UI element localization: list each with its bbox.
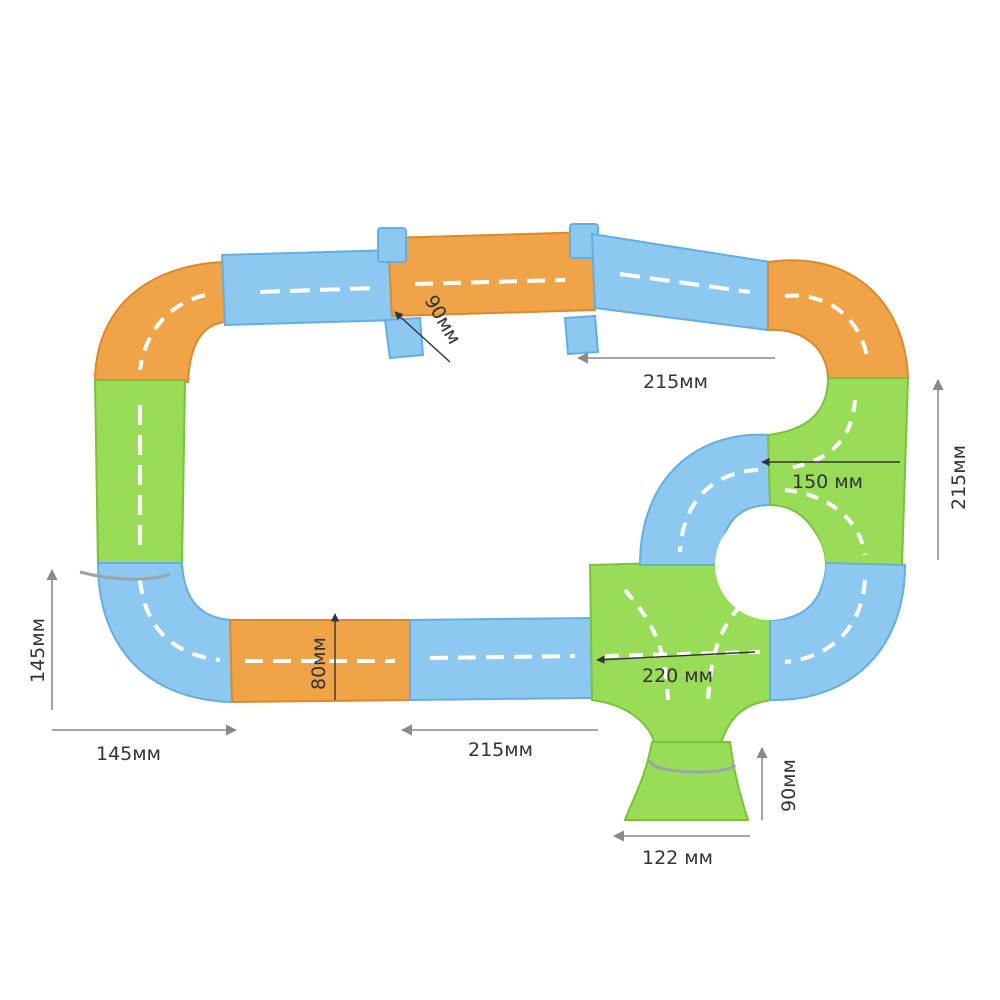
track-straight-top-left <box>220 248 400 327</box>
track-slot <box>784 293 870 363</box>
track-slot <box>259 286 376 294</box>
track-loop-bottom-right <box>769 561 907 702</box>
track-pieces <box>79 223 910 821</box>
track-loop-top-right <box>766 377 910 566</box>
connector-clip <box>648 759 737 774</box>
track-slot <box>623 588 670 701</box>
track-slot <box>619 272 751 294</box>
dimension-label-cross-width: 220 мм <box>642 665 713 687</box>
dimension-label-bottom-width: 215мм <box>468 739 533 761</box>
track-loop-left <box>638 433 771 566</box>
track-slot <box>789 399 857 470</box>
track-curve-top-right <box>767 259 910 382</box>
track-slot <box>138 293 206 371</box>
track-slot <box>429 654 576 660</box>
dimension-label-top-width: 215мм <box>643 371 708 393</box>
track-curve-bottom-left <box>96 562 233 704</box>
dimension-label-ramp-height: 90мм <box>778 759 800 812</box>
track-ramp <box>623 741 750 821</box>
track-bridge-top <box>386 230 597 318</box>
dimension-line-top-depth <box>394 311 451 363</box>
dimension-label-left-height: 145мм <box>27 618 49 683</box>
dimension-label-straight-depth: 80мм <box>308 637 330 690</box>
dimension-line-cross-width <box>596 651 756 664</box>
bridge-support-leg-right <box>563 314 600 356</box>
dimension-label-right-height: 215мм <box>948 445 970 510</box>
track-slot <box>138 579 221 662</box>
connector-clip <box>79 570 171 581</box>
track-slot <box>414 278 566 286</box>
dimension-label-ramp-width: 122 мм <box>642 847 713 869</box>
bridge-support-left <box>377 227 407 263</box>
track-slot <box>706 588 757 701</box>
dimension-label-left-width: 145мм <box>96 743 161 765</box>
dimension-label-circle-width: 150 мм <box>792 471 863 493</box>
loop-hole <box>715 510 825 620</box>
bridge-support-leg-left <box>383 316 425 360</box>
